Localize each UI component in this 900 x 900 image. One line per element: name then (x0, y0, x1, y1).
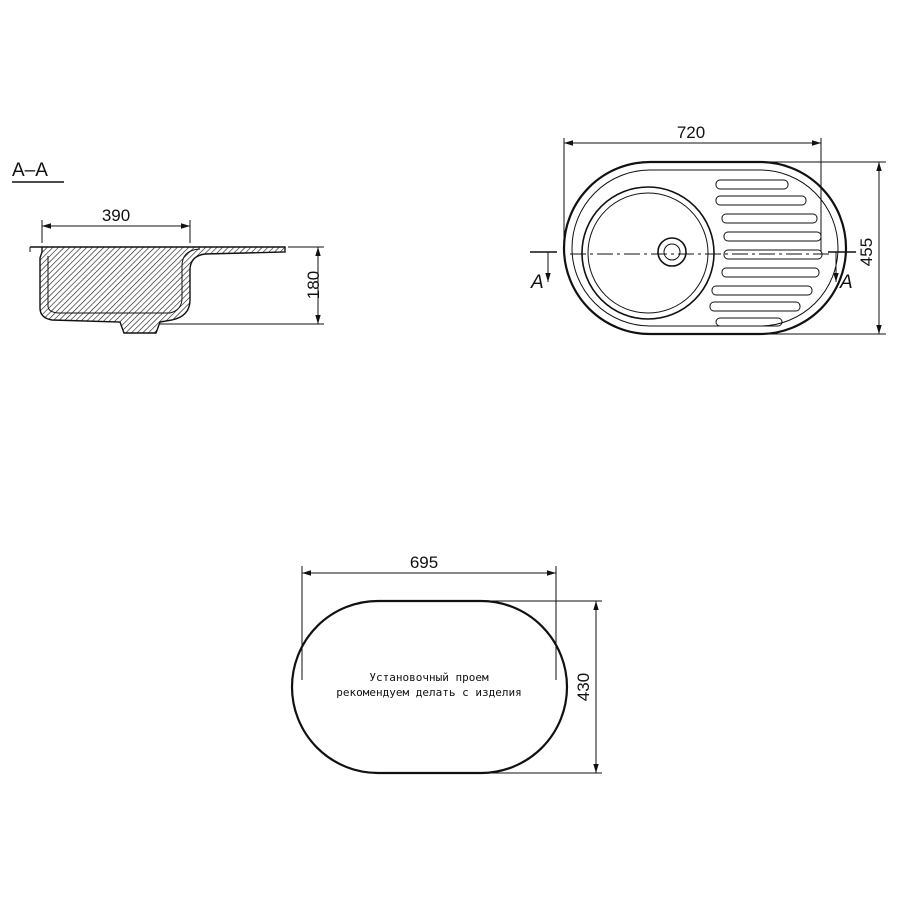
sink-bowl (581, 186, 715, 320)
cutout-note-line2: рекомендуем делать с изделия (336, 686, 521, 699)
section-cut-marker-left: A (530, 251, 557, 293)
section-height-label: 180 (304, 271, 323, 299)
drainboard-ribs (709, 179, 823, 327)
section-width-label: 390 (102, 206, 130, 225)
cutout-width-label: 695 (410, 553, 438, 572)
cutout-height-label: 430 (574, 673, 593, 701)
cut-right-label: A (839, 272, 853, 293)
top-view: A A 720 455 (530, 123, 886, 336)
cut-left-label: A (530, 272, 544, 293)
cutout-outline (290, 599, 569, 775)
cutout-view: Установочный проем рекомендуем делать с … (290, 553, 602, 775)
cutout-note-line1: Установочный проем (369, 671, 489, 684)
sink-outer-rim (562, 160, 848, 336)
top-height-label: 455 (857, 238, 876, 266)
top-width-label: 720 (677, 123, 705, 142)
section-view: A–A 390 180 (12, 160, 324, 334)
drain-icon (657, 237, 687, 267)
section-title: A–A (12, 160, 48, 181)
section-cut-marker-right: A (828, 251, 856, 293)
section-profile (30, 246, 286, 334)
